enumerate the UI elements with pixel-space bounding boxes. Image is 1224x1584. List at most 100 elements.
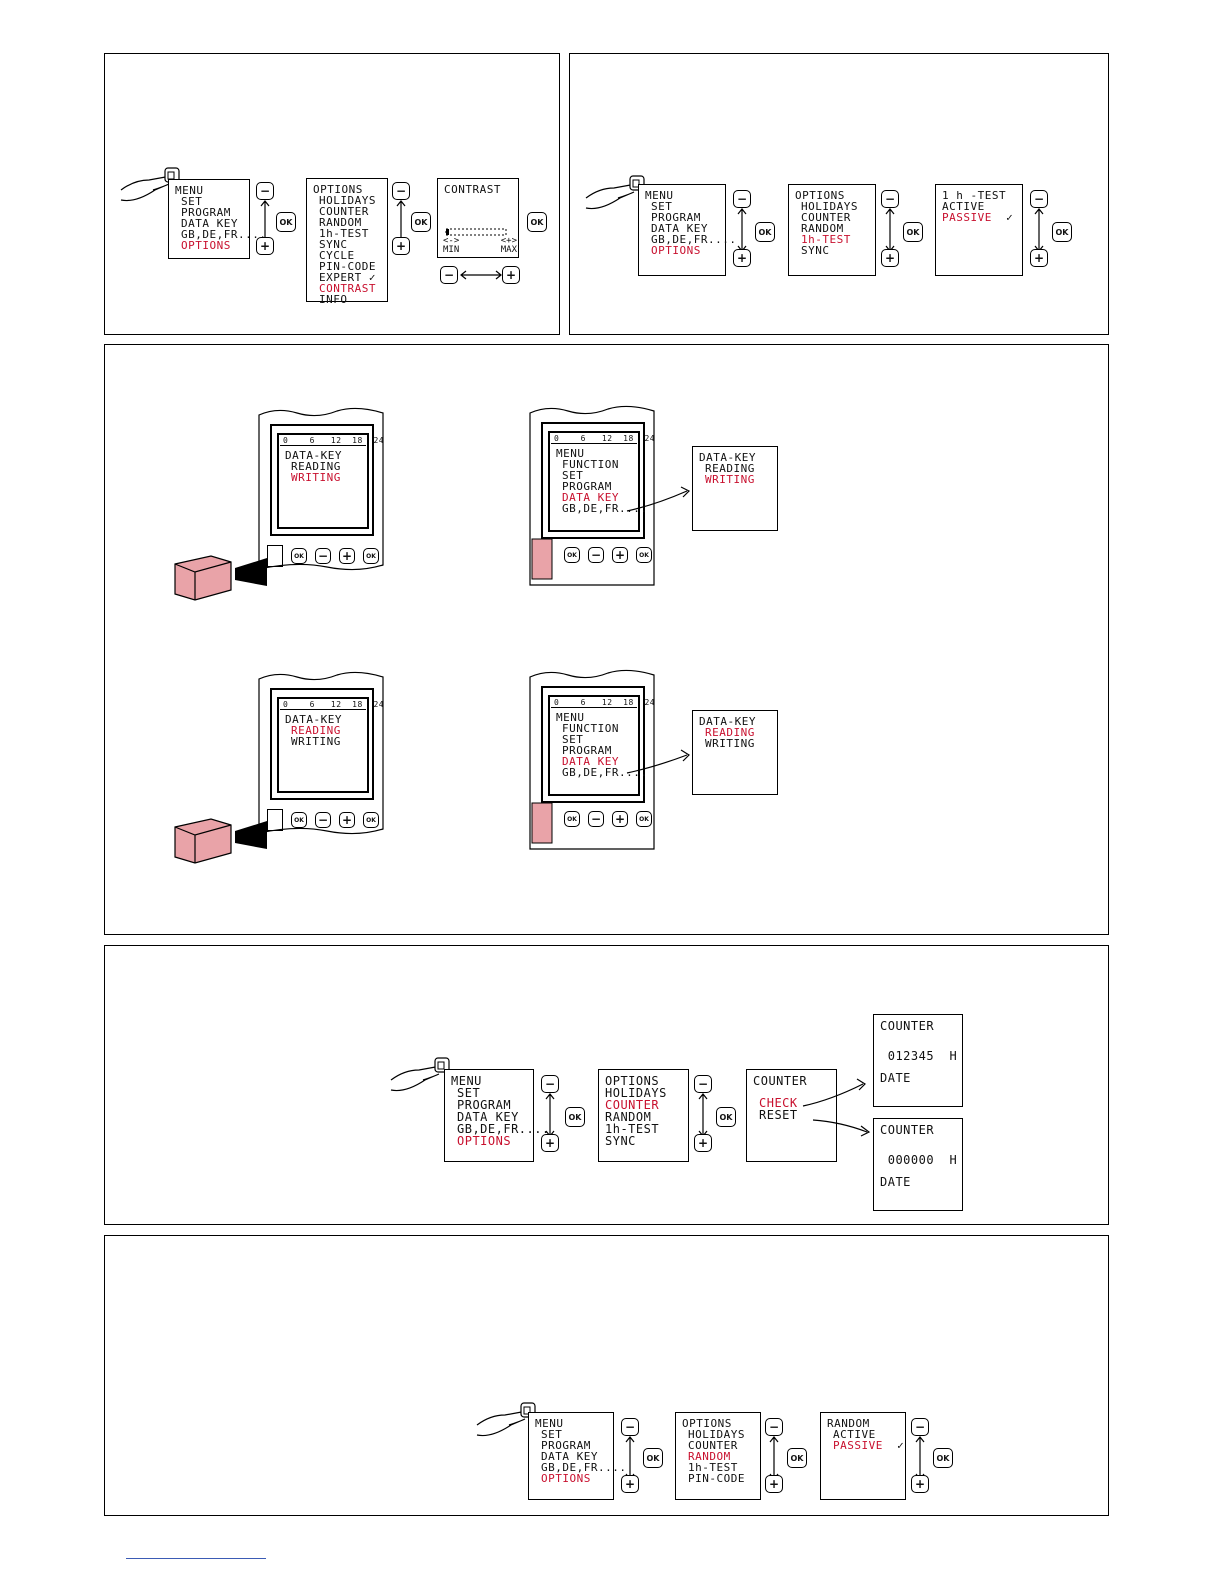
plus-button[interactable]: + <box>612 811 628 827</box>
ok-button[interactable]: OK <box>755 222 775 242</box>
hand-press-icon <box>120 167 180 202</box>
options-title: OPTIONS <box>605 1074 660 1088</box>
plus-button[interactable]: + <box>881 249 899 267</box>
timescale-tick: 6 <box>580 698 586 707</box>
menu-screen: MENU SET PROGRAM DATA KEY GB,DE,FR.... O… <box>444 1069 549 1162</box>
options-item: INFO <box>319 293 348 306</box>
options-item: 1h-TEST <box>605 1122 660 1136</box>
screen-item: FUNCTION <box>562 458 619 471</box>
device-screen: 0 6 12 18 24 DATA-KEY READING WRITING <box>277 433 384 529</box>
device-reading: 0 6 12 18 24 DATA-KEY READING WRITING OK… <box>257 669 385 844</box>
hand-press-icon <box>476 1402 536 1437</box>
plus-button[interactable]: + <box>1030 249 1048 267</box>
plus-button[interactable]: + <box>694 1134 712 1152</box>
minus-button[interactable]: − <box>440 266 458 284</box>
timescale-tick: 18 <box>352 700 363 709</box>
plus-button[interactable]: + <box>392 237 410 255</box>
scroll-arrow-icon <box>737 208 747 252</box>
device-screen: 0 6 12 18 24 MENU FUNCTION SET PROGRAM D… <box>548 431 655 532</box>
device-menu-reading: 0 6 12 18 24 MENU FUNCTION SET PROGRAM D… <box>528 667 656 852</box>
contrast-bar <box>445 228 507 236</box>
ok-button[interactable]: OK <box>933 1448 953 1468</box>
minus-button[interactable]: − <box>256 182 274 200</box>
curved-arrow-icon <box>802 1078 866 1107</box>
minus-button[interactable]: − <box>621 1418 639 1436</box>
minus-button[interactable]: − <box>588 547 604 563</box>
plus-button[interactable]: + <box>339 548 355 564</box>
menu-item: PROGRAM <box>541 1439 591 1452</box>
ok-button[interactable]: OK <box>716 1107 736 1127</box>
counter-title: COUNTER <box>753 1074 808 1088</box>
screen-item-selected: DATA KEY <box>562 491 619 504</box>
popup-item: WRITING <box>705 737 755 750</box>
options-item: COUNTER <box>801 211 851 224</box>
result-value-row: 000000 H <box>880 1153 958 1167</box>
plus-button[interactable]: + <box>765 1475 783 1493</box>
ok-button[interactable]: OK <box>411 212 431 232</box>
ok-button[interactable]: OK <box>787 1448 807 1468</box>
minus-button[interactable]: − <box>1030 190 1048 208</box>
timescale-tick: 6 <box>309 436 315 445</box>
plus-button[interactable]: + <box>612 547 628 563</box>
timescale-tick: 18 <box>623 434 634 443</box>
data-key-icon <box>174 818 267 864</box>
ok-button[interactable]: OK <box>643 1448 663 1468</box>
plus-button[interactable]: + <box>256 237 274 255</box>
counter-panel: MENU SET PROGRAM DATA KEY GB,DE,FR.... O… <box>104 945 1109 1225</box>
screen-item: SET <box>562 733 584 746</box>
hand-press-icon <box>390 1057 450 1092</box>
minus-button[interactable]: − <box>315 812 331 828</box>
key-button[interactable]: OK <box>564 547 580 563</box>
screen-item: PROGRAM <box>562 480 612 493</box>
ok-button[interactable]: OK <box>636 811 652 827</box>
key-button[interactable]: OK <box>291 548 307 564</box>
plus-button[interactable]: + <box>621 1475 639 1493</box>
minus-button[interactable]: − <box>541 1075 559 1093</box>
device-screen: 0 6 12 18 24 MENU FUNCTION SET PROGRAM D… <box>548 695 655 796</box>
ok-button[interactable]: OK <box>903 222 923 242</box>
minus-button[interactable]: − <box>733 190 751 208</box>
scroll-arrow-icon <box>769 1436 779 1480</box>
timescale: 0 6 12 18 24 <box>280 700 384 710</box>
key-slot <box>267 545 283 567</box>
menu-item-selected: OPTIONS <box>541 1472 591 1485</box>
minus-button[interactable]: − <box>911 1418 929 1436</box>
options-item: 1h-TEST <box>688 1461 738 1474</box>
result-unit: H <box>949 1153 958 1167</box>
minus-button[interactable]: − <box>694 1075 712 1093</box>
plus-button[interactable]: + <box>911 1475 929 1493</box>
ok-button[interactable]: OK <box>276 212 296 232</box>
key-button[interactable]: OK <box>564 811 580 827</box>
menu-item: PROGRAM <box>457 1098 512 1112</box>
test-passive-row: PASSIVE ✓ <box>942 212 1016 223</box>
timescale-tick: 12 <box>330 700 342 709</box>
options-item: SYNC <box>801 244 830 257</box>
menu-item: SET <box>457 1086 481 1100</box>
minus-button[interactable]: − <box>315 548 331 564</box>
menu-item: DATA KEY <box>181 217 238 230</box>
minus-button[interactable]: − <box>881 190 899 208</box>
menu-item: DATA KEY <box>541 1450 598 1463</box>
plus-button[interactable]: + <box>733 249 751 267</box>
options-item: PIN-CODE <box>688 1472 745 1485</box>
ok-button[interactable]: OK <box>363 812 379 828</box>
plus-button[interactable]: + <box>502 266 520 284</box>
ok-button[interactable]: OK <box>565 1107 585 1127</box>
key-button[interactable]: OK <box>291 812 307 828</box>
plus-button[interactable]: + <box>339 812 355 828</box>
minus-button[interactable]: − <box>765 1418 783 1436</box>
minus-button[interactable]: − <box>588 811 604 827</box>
menu-screen: MENU SET PROGRAM DATA KEY GB,DE,FR.... O… <box>168 179 266 259</box>
ok-button[interactable]: OK <box>636 547 652 563</box>
screen-title: DATA-KEY <box>285 449 342 462</box>
screen-item-selected: DATA KEY <box>562 755 619 768</box>
ok-button[interactable]: OK <box>527 212 547 232</box>
ok-button[interactable]: OK <box>1052 222 1072 242</box>
minus-button[interactable]: − <box>392 182 410 200</box>
check-icon: ✓ <box>897 1439 905 1452</box>
plus-button[interactable]: + <box>541 1134 559 1152</box>
menu-item: DATA KEY <box>457 1110 519 1124</box>
ok-button[interactable]: OK <box>363 548 379 564</box>
menu-screen: MENU SET PROGRAM DATA KEY GB,DE,FR.... O… <box>528 1412 626 1500</box>
